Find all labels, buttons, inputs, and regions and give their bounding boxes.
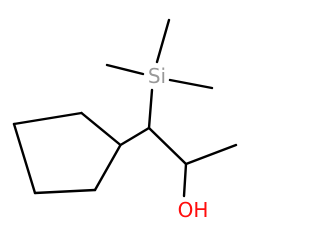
c1-to-c2-bond <box>147 126 188 166</box>
si-methyl-top-bond <box>155 18 171 64</box>
c2-to-methyl-bond <box>184 143 238 166</box>
c1-to-si-bond <box>147 88 154 130</box>
ring-bond-5 <box>93 143 122 192</box>
cyclopentyl-ring <box>12 111 122 195</box>
ring-bond-1 <box>80 111 122 147</box>
ring-bond-3 <box>12 122 37 195</box>
hydroxyl-atom-label: OH <box>178 198 209 222</box>
ring-bond-2 <box>12 111 83 126</box>
molecule-structure: Si OH <box>12 18 238 222</box>
si-methyl-right-bond <box>168 78 214 90</box>
silicon-atom-label: Si <box>148 64 166 88</box>
c2-to-oh-bond <box>182 162 188 198</box>
ring-to-c1-bond <box>119 126 151 147</box>
ring-bond-4 <box>33 188 97 195</box>
si-methyl-left-bond <box>105 63 145 76</box>
